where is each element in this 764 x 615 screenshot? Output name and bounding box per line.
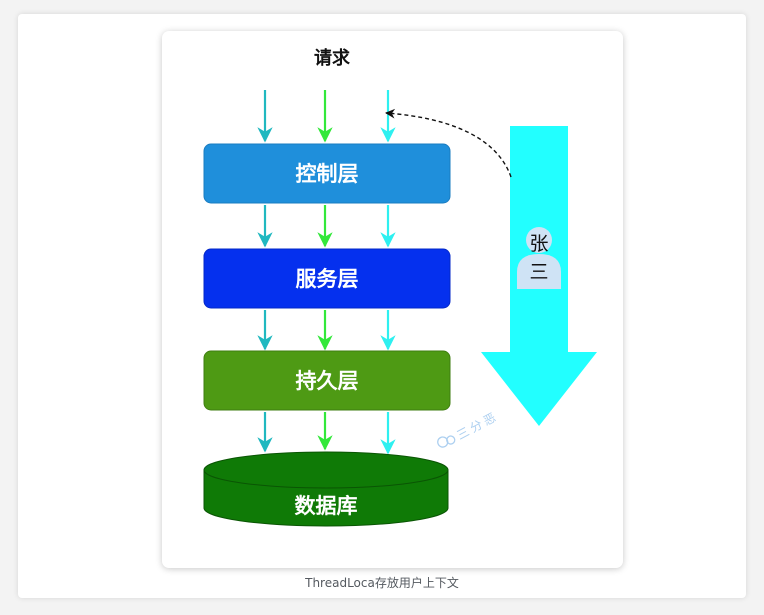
request-label: 请求 bbox=[314, 47, 351, 69]
service-layer: 服务层 bbox=[203, 248, 451, 309]
controller-layer: 控制层 bbox=[203, 143, 451, 204]
database-label: 数据库 bbox=[295, 493, 358, 518]
controller-layer-label: 控制层 bbox=[296, 161, 359, 186]
arrows-service-to-persistence bbox=[257, 310, 396, 351]
watermark-text: 三分恶 bbox=[455, 409, 501, 442]
arrows-controller-to-service bbox=[257, 205, 396, 248]
persistence-layer: 持久层 bbox=[203, 350, 451, 411]
figure-caption: ThreadLoca存放用户上下文 bbox=[305, 576, 459, 590]
user-name-line2: 三 bbox=[529, 261, 548, 283]
user-figure-icon: 张 三 bbox=[517, 227, 561, 289]
watermark: 三分恶 bbox=[437, 409, 501, 448]
user-name-line1: 张 bbox=[529, 233, 548, 255]
database-cylinder: 数据库 bbox=[203, 451, 449, 527]
service-layer-label: 服务层 bbox=[296, 266, 359, 291]
request-arrows bbox=[257, 90, 396, 143]
arrows-persistence-to-database bbox=[257, 412, 396, 455]
persistence-layer-label: 持久层 bbox=[296, 368, 359, 393]
